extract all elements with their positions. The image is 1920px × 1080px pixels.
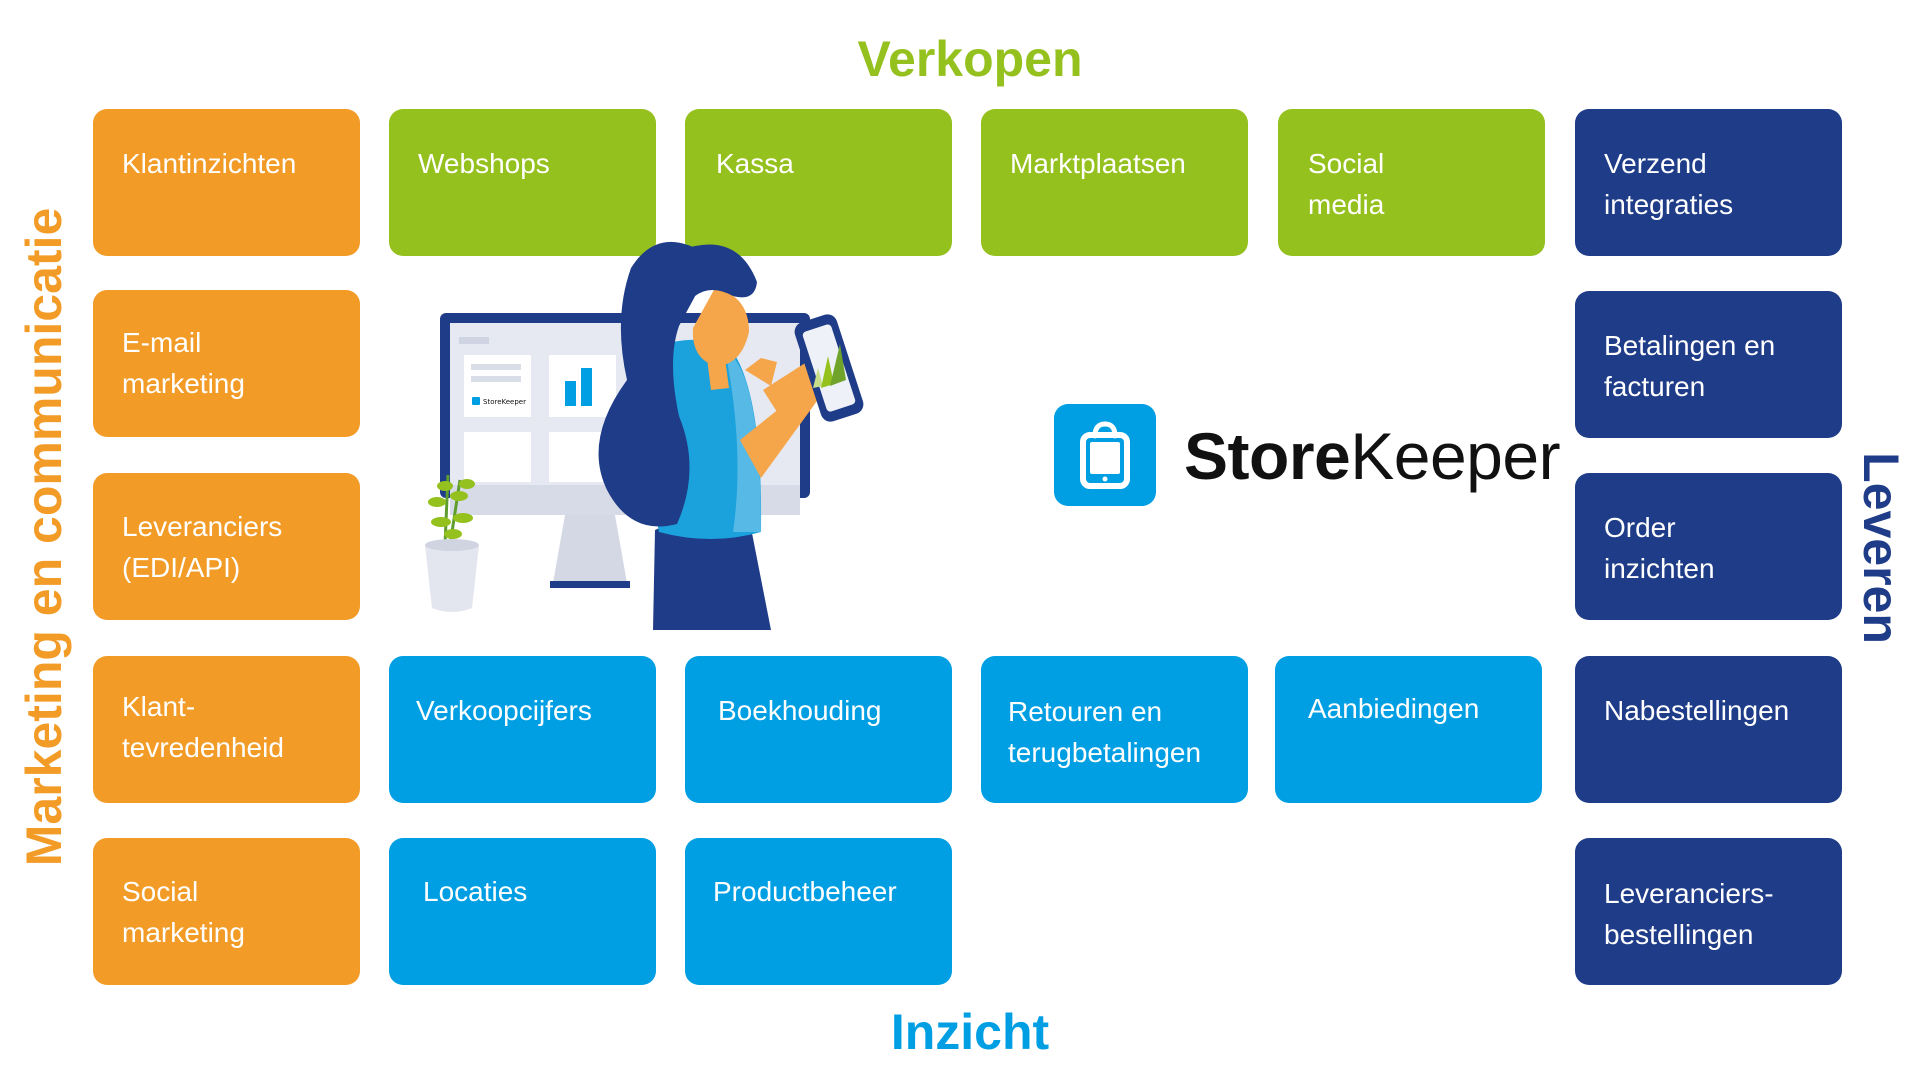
tile-kassa[interactable]: Kassa	[685, 109, 952, 256]
tile-aanbiedingen[interactable]: Aanbiedingen	[1275, 656, 1542, 803]
storekeeper-wordmark: StoreKeeper	[1184, 419, 1561, 493]
tile-verzend-integraties[interactable]: Verzend integraties	[1575, 109, 1842, 256]
tile-nabestellingen[interactable]: Nabestellingen	[1575, 656, 1842, 803]
tile-locaties[interactable]: Locaties	[389, 838, 656, 985]
storekeeper-logo-icon	[1054, 404, 1156, 506]
monitor-mini-logo: StoreKeeper	[483, 398, 526, 406]
heading-marketing: Marketing en communicatie	[16, 207, 72, 867]
shopping-bag-phone-icon	[1080, 421, 1130, 489]
tile-webshops[interactable]: Webshops	[389, 109, 656, 256]
tile-retouren[interactable]: Retouren en terugbetalingen	[981, 656, 1248, 803]
tile-order-inzichten[interactable]: Order inzichten	[1575, 473, 1842, 620]
illustration-woman-with-tablet: StoreKeeper	[425, 241, 864, 630]
plant-illustration	[425, 474, 479, 612]
heading-inzicht: Inzicht	[890, 1004, 1050, 1060]
tile-leveranciers-edi[interactable]: Leveranciers (EDI/API)	[93, 473, 360, 620]
heading-leveren: Leveren	[1853, 452, 1909, 644]
tile-boekhouding[interactable]: Boekhouding	[685, 656, 952, 803]
tile-betalingen[interactable]: Betalingen en facturen	[1575, 291, 1842, 438]
tile-social-marketing[interactable]: Social marketing	[93, 838, 360, 985]
tile-klanttevredenheid[interactable]: Klant- tevredenheid	[93, 656, 360, 803]
tile-verkoopcijfers[interactable]: Verkoopcijfers	[389, 656, 656, 803]
heading-verkopen: Verkopen	[857, 31, 1083, 87]
woman-illustration	[598, 241, 864, 630]
tile-email-marketing[interactable]: E-mail marketing	[93, 290, 360, 437]
tile-marktplaatsen[interactable]: Marktplaatsen	[981, 109, 1248, 256]
tile-productbeheer[interactable]: Productbeheer	[685, 838, 952, 985]
tile-klantinzichten[interactable]: Klantinzichten	[93, 109, 360, 256]
tile-leveranciers-bestellingen[interactable]: Leveranciers- bestellingen	[1575, 838, 1842, 985]
tile-social-media[interactable]: Social media	[1278, 109, 1545, 256]
